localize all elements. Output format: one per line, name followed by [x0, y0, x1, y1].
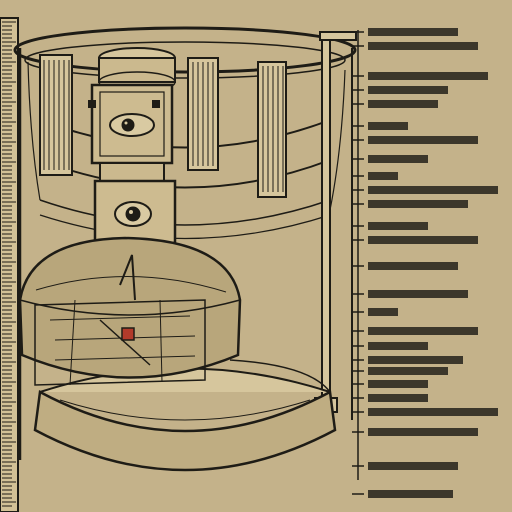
annotation-text-block — [368, 380, 428, 388]
annotation-text-block — [368, 394, 428, 402]
annotation-text-block — [368, 86, 448, 94]
annotation-labels — [352, 28, 498, 498]
upper-drum — [39, 119, 331, 240]
annotation-text-block — [368, 367, 448, 375]
ribbed-column-left — [39, 54, 73, 176]
annotation-text-block — [368, 172, 398, 180]
left-ruler — [0, 17, 19, 512]
red-indicator — [121, 327, 135, 341]
annotation-text-block — [368, 290, 468, 298]
annotation-text-block — [368, 186, 498, 194]
annotation-text-block — [368, 28, 458, 36]
ribbed-column-center — [187, 57, 219, 171]
annotation-text-block — [368, 72, 488, 80]
annotation-text-block — [368, 222, 428, 230]
top-cap — [98, 47, 176, 93]
annotation-text-block — [368, 42, 478, 50]
ruler-ticks — [2, 21, 16, 507]
ribbed-column-right — [257, 61, 287, 198]
annotation-text-block — [368, 308, 398, 316]
inner-mechanism — [34, 254, 206, 386]
upper-eye-box — [90, 83, 174, 165]
annotation-text-block — [368, 428, 478, 436]
lower-eye-box — [93, 179, 177, 245]
upper-eye-bolt — [88, 100, 160, 108]
glass-dome — [18, 236, 242, 379]
annotation-text-block — [368, 200, 468, 208]
annotation-text-block — [368, 155, 428, 163]
annotation-text-block — [368, 236, 478, 244]
annotation-text-block — [368, 262, 458, 270]
annotation-text-block — [368, 462, 458, 470]
annotation-text-block — [368, 342, 428, 350]
connecting-stem — [99, 162, 165, 182]
annotation-text-block — [368, 356, 463, 364]
annotation-text-block — [368, 408, 498, 416]
annotation-text-block — [368, 100, 438, 108]
annotation-text-block — [368, 327, 478, 335]
annotation-text-block — [368, 122, 408, 130]
annotation-text-block — [368, 490, 453, 498]
annotation-text-block — [368, 136, 478, 144]
